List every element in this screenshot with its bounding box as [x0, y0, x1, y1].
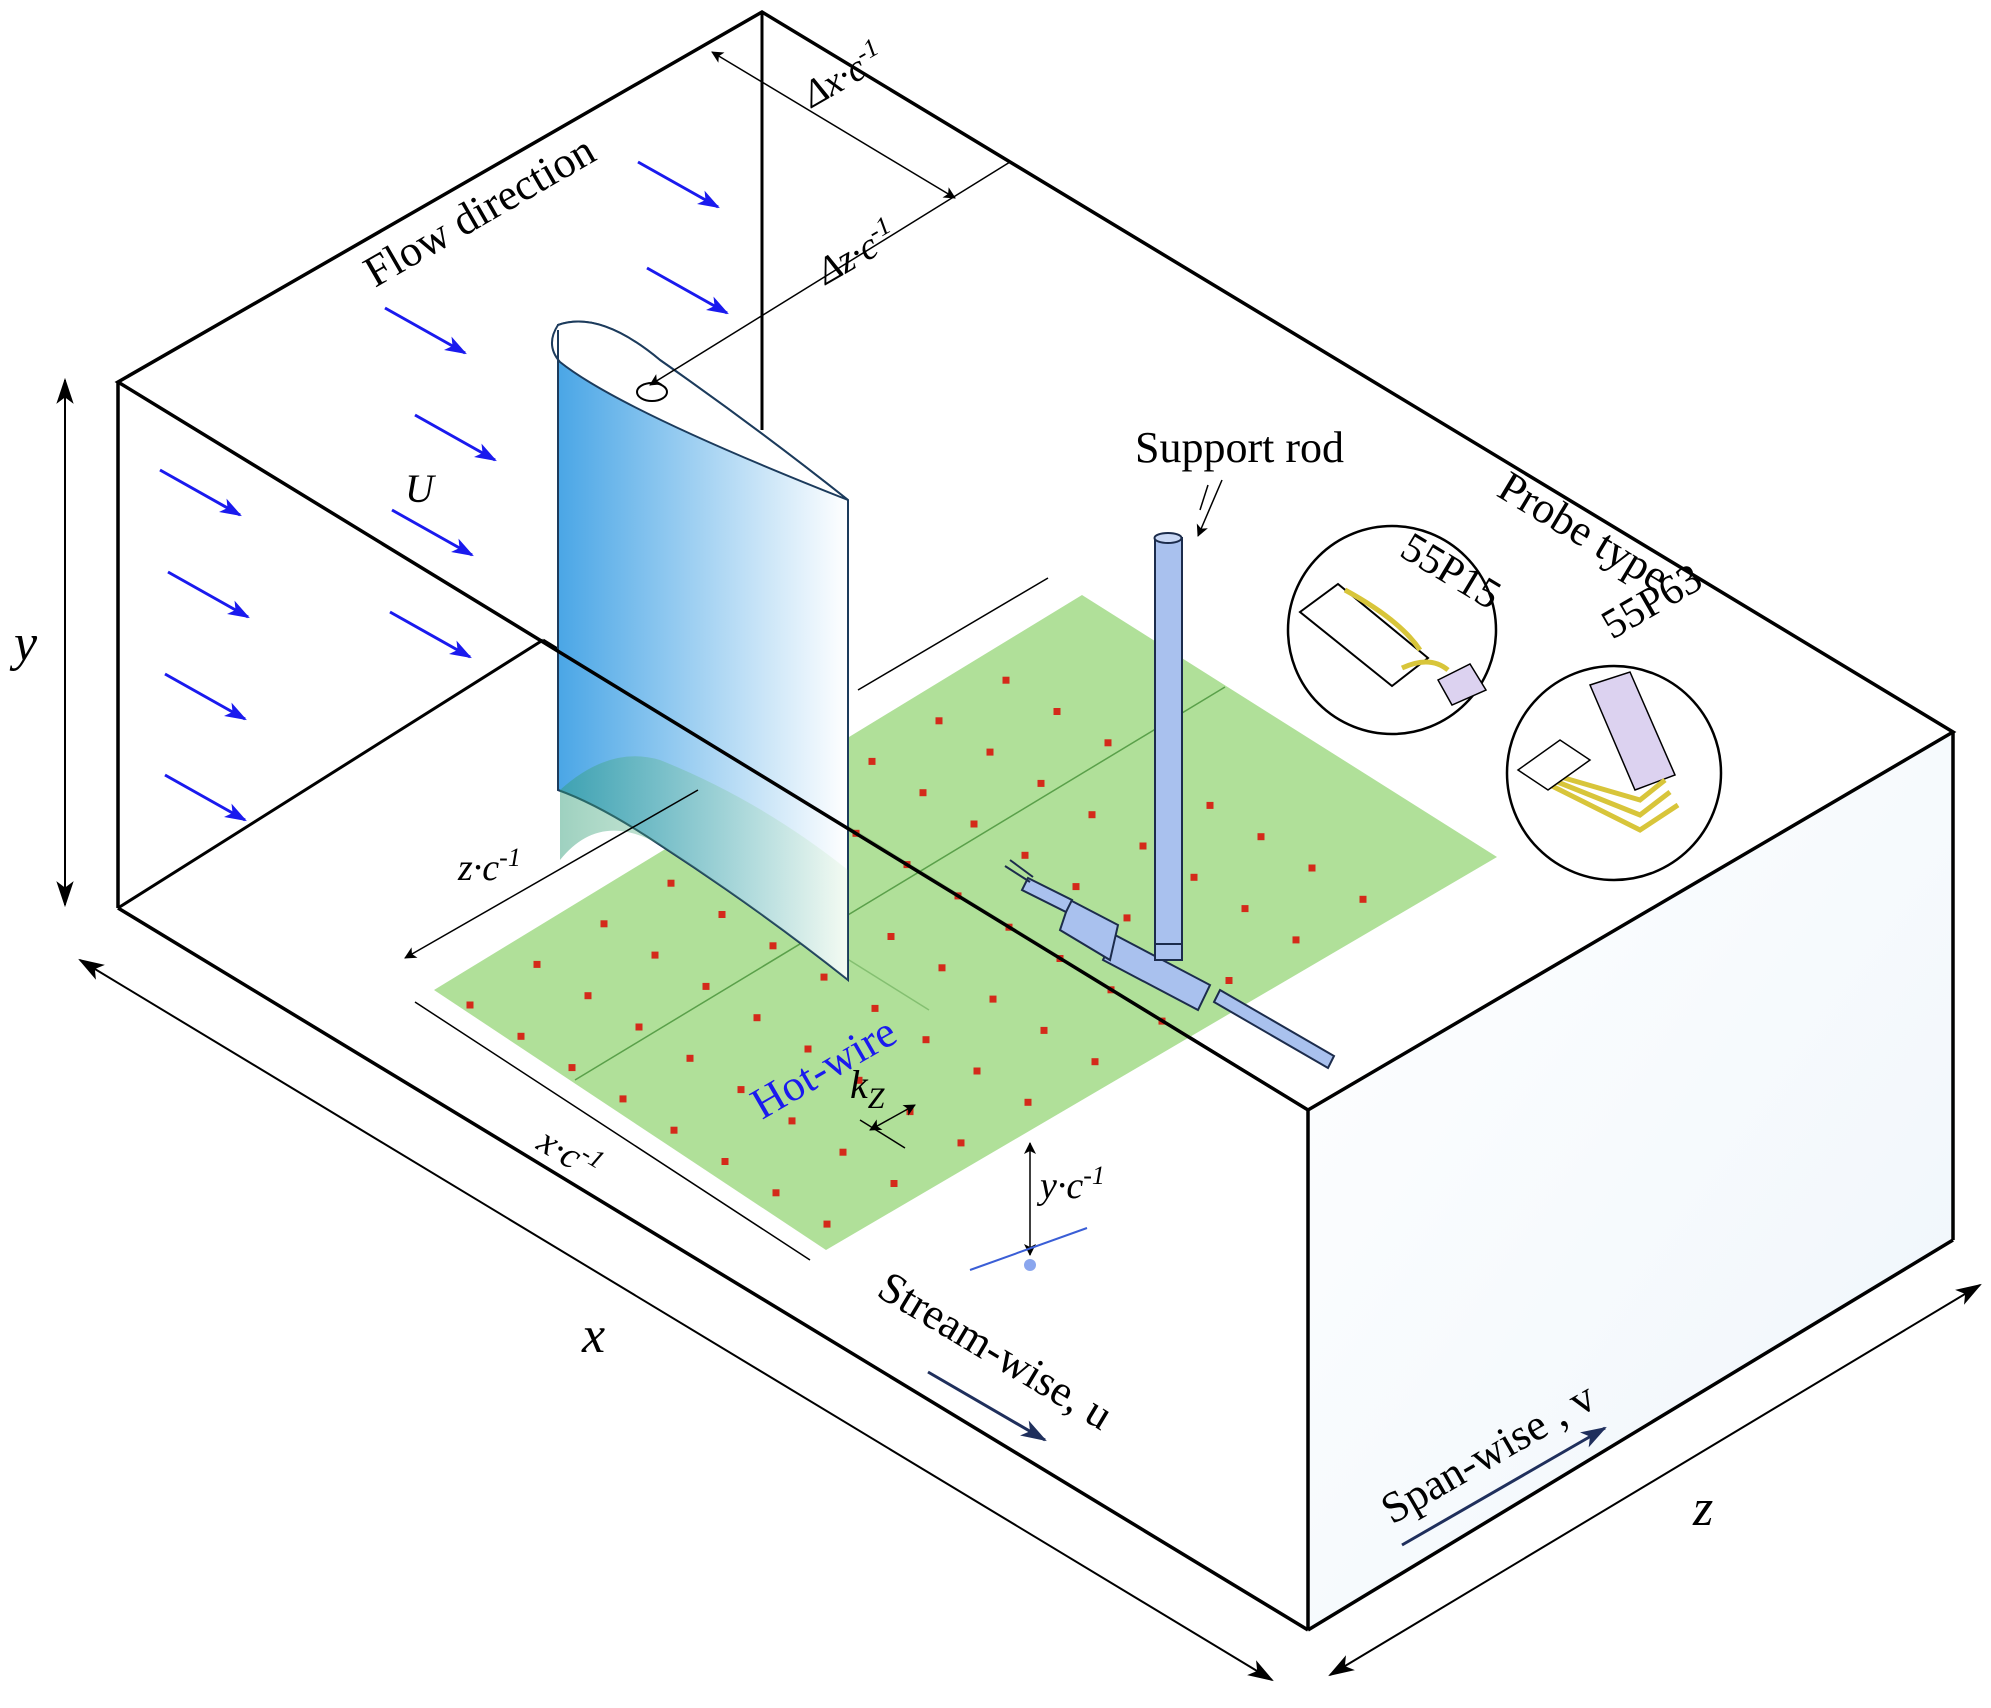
measurement-point	[753, 1014, 761, 1022]
wall-marker-dot	[1024, 1259, 1036, 1271]
measurement-point	[986, 748, 994, 756]
measurement-point	[887, 933, 895, 940]
measurement-point	[957, 1139, 965, 1147]
measurement-point	[1308, 864, 1316, 872]
measurement-point	[635, 1023, 643, 1031]
measurement-point	[772, 1189, 780, 1197]
measurement-point	[670, 1126, 678, 1134]
zc-label: z·c-1	[457, 843, 521, 889]
measurement-point	[1225, 977, 1233, 984]
flow-arrow	[164, 672, 247, 721]
measurement-point	[973, 1067, 981, 1075]
measurement-point	[1002, 676, 1010, 684]
flow-arrow	[167, 570, 250, 619]
flow-arrow	[384, 306, 467, 355]
measurement-point	[823, 1220, 831, 1228]
measurement-point	[584, 992, 592, 1000]
measurement-point	[600, 920, 608, 928]
measurement-point	[1190, 873, 1198, 881]
dz-label: Δz·c-1	[806, 210, 904, 293]
measurement-point	[651, 951, 659, 959]
measurement-point	[702, 982, 710, 990]
axis-y-label: y	[9, 615, 38, 672]
support-rod	[1153, 532, 1183, 961]
arrow-right-down-icon	[159, 160, 729, 822]
flow-arrow	[637, 160, 720, 209]
measurement-point	[1123, 914, 1131, 922]
probe-55p63-icon	[1505, 664, 1723, 882]
spanwise-arrow	[1401, 1426, 1607, 1547]
measurement-point	[839, 1148, 847, 1156]
flow-arrow	[164, 773, 247, 822]
flow-arrow	[389, 610, 472, 659]
axis-arrows	[56, 377, 1982, 1682]
support-rod-label: Support rod	[1135, 423, 1344, 472]
xc-label: x·c-1	[530, 1116, 610, 1189]
measurement-point	[1024, 1098, 1032, 1106]
measurement-point	[868, 757, 876, 765]
measurement-point	[989, 995, 997, 1003]
measurement-point	[1257, 833, 1265, 841]
dx-label: Δx·c-1	[792, 32, 892, 116]
measurement-point	[919, 789, 927, 797]
probe-55p15-icon	[1286, 524, 1498, 736]
measurement-point	[1088, 811, 1096, 819]
measurement-point	[667, 879, 675, 887]
measurement-point	[935, 717, 943, 725]
measurement-point	[922, 1036, 930, 1044]
flow-direction-label: Flow direction	[356, 125, 604, 296]
measurement-point	[568, 1064, 576, 1072]
measurement-point	[1037, 779, 1045, 787]
measurement-point	[820, 973, 828, 981]
measurement-point	[1040, 1026, 1048, 1034]
axis-x-label: x	[581, 1307, 605, 1364]
flow-arrow	[646, 266, 729, 315]
measurement-point	[938, 964, 946, 972]
measurement-point	[1206, 801, 1214, 809]
measurement-point	[1241, 905, 1249, 913]
airfoil	[551, 320, 849, 983]
measurement-point	[1104, 739, 1112, 747]
u-velocity-label: U	[405, 466, 437, 511]
measurement-point	[686, 1054, 694, 1062]
measurement-point	[619, 1095, 627, 1103]
measurement-point	[1139, 842, 1147, 850]
flow-arrow	[391, 508, 474, 557]
measurement-point	[517, 1032, 525, 1040]
measurement-point	[721, 1158, 729, 1165]
measurement-point	[1053, 708, 1061, 715]
measurement-point	[788, 1117, 796, 1125]
measurement-point	[1091, 1058, 1099, 1066]
measurement-point	[890, 1180, 898, 1187]
measurement-point	[1021, 851, 1029, 859]
flow-arrow	[414, 413, 497, 462]
measurement-point	[533, 960, 541, 968]
measurement-point	[466, 1001, 474, 1009]
flow-arrow	[159, 468, 242, 517]
axis-z-label: z	[1692, 1480, 1713, 1537]
measurement-point	[718, 911, 726, 918]
streamwise-arrow	[927, 1370, 1047, 1442]
yc-label: y·c-1	[1036, 1161, 1105, 1207]
measurement-point	[1072, 883, 1080, 891]
measurement-point	[769, 942, 777, 950]
measurement-point	[1292, 936, 1300, 944]
kz-label: kZ	[850, 1062, 885, 1115]
measurement-point	[970, 820, 978, 828]
measurement-point	[1359, 895, 1367, 903]
